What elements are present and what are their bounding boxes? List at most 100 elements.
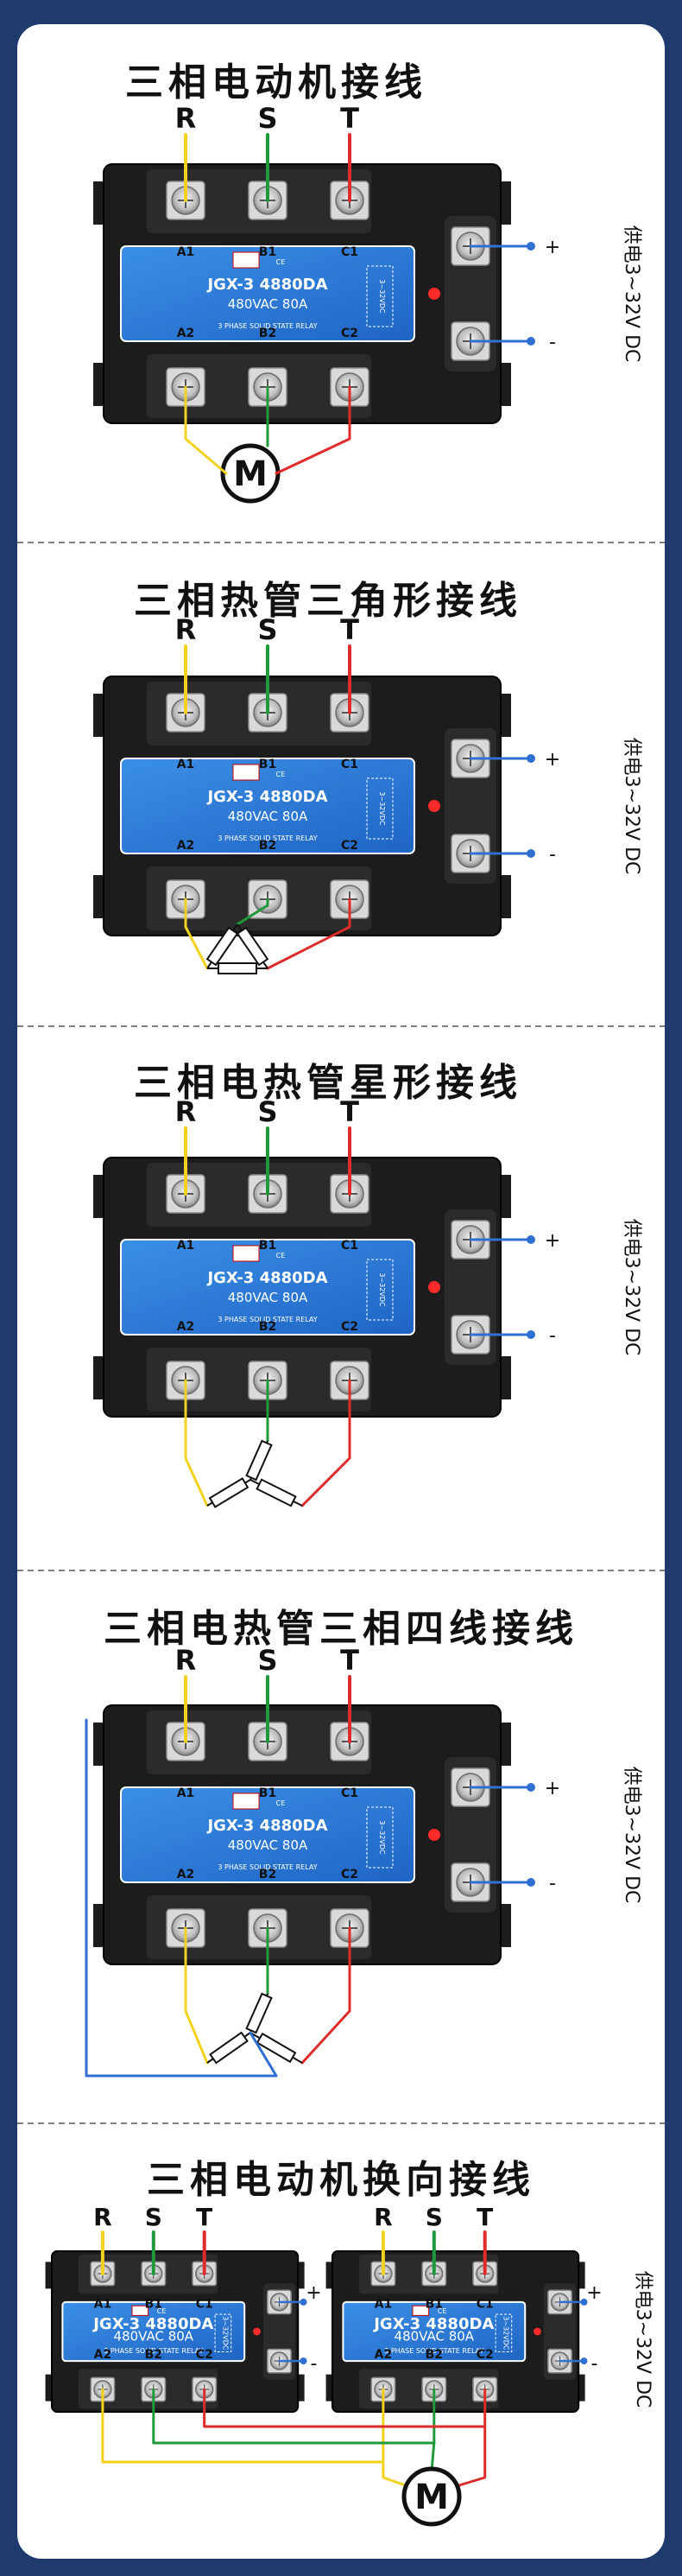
brand-logo bbox=[232, 764, 260, 781]
load-wire bbox=[449, 2425, 487, 2490]
heater-element bbox=[249, 1478, 303, 1507]
terminal-label-bottom: B2 bbox=[259, 1320, 276, 1334]
terminal-label-top: C1 bbox=[341, 1786, 358, 1800]
motor-label: M bbox=[233, 454, 268, 494]
load-wire bbox=[184, 1379, 209, 1507]
brand-logo bbox=[232, 251, 260, 269]
load-wire bbox=[300, 1926, 351, 2065]
cert-mark: CE bbox=[276, 771, 286, 778]
input-spec-text: 3~32VDC bbox=[378, 279, 386, 314]
section-title: 三相电动机换向接线 bbox=[147, 2158, 535, 2202]
relay-label bbox=[61, 2300, 246, 2363]
phase-label-r: R bbox=[175, 102, 197, 135]
input-spec-box bbox=[366, 1806, 394, 1869]
status-led bbox=[428, 288, 440, 300]
terminal-label-bottom: C2 bbox=[341, 839, 358, 853]
dc-wire-end bbox=[580, 2298, 588, 2306]
input-spec-text: 3~32VDC bbox=[378, 1272, 386, 1307]
dc-supply: +-供电3~32V DC bbox=[469, 225, 642, 362]
heater-element bbox=[245, 1439, 273, 1482]
status-led bbox=[428, 1829, 440, 1841]
relay-label bbox=[120, 1239, 415, 1336]
terminal-label-top: A1 bbox=[94, 2298, 112, 2312]
terminal-label-bottom: A2 bbox=[177, 1868, 195, 1881]
brand-logo bbox=[131, 2305, 149, 2316]
supply-plus: + bbox=[545, 1230, 560, 1252]
terminal-label-top: A1 bbox=[375, 2298, 393, 2312]
load-wire bbox=[275, 385, 351, 475]
relay-model: JGX-3 4880DA bbox=[205, 788, 327, 806]
input-spec-box bbox=[366, 265, 394, 327]
load-wire bbox=[184, 898, 209, 970]
terminal-label-bottom: C2 bbox=[341, 1320, 358, 1334]
brand-logo-text: MW bbox=[239, 1799, 254, 1807]
dc-wire-end bbox=[527, 337, 535, 346]
cert-mark: CE bbox=[276, 258, 286, 266]
phase-label-s: S bbox=[257, 102, 277, 135]
supply-label: 供电3~32V DC bbox=[621, 1219, 642, 1356]
terminal-label-bottom: A2 bbox=[177, 327, 195, 340]
phase-label-r: R bbox=[175, 613, 197, 646]
load-wire bbox=[184, 1926, 209, 2065]
terminal-label-bottom: B2 bbox=[259, 1868, 276, 1881]
terminal-label-top: A1 bbox=[177, 758, 195, 771]
terminal-label-top: C1 bbox=[341, 758, 358, 771]
supply-minus: - bbox=[549, 332, 556, 353]
terminal-label-top: A1 bbox=[177, 1239, 195, 1253]
cert-mark: CE bbox=[157, 2307, 167, 2315]
relay-description: 3 PHASE SOLID STATE RELAY bbox=[104, 2347, 203, 2355]
dc-wire-end bbox=[527, 754, 535, 763]
relay-spec: 480VAC 80A bbox=[228, 809, 308, 824]
terminal-label-top: C1 bbox=[341, 245, 358, 259]
heater-element bbox=[207, 962, 268, 974]
supply-plus: + bbox=[545, 1778, 560, 1799]
relay-label bbox=[342, 2300, 527, 2363]
heater-body bbox=[209, 2031, 249, 2065]
status-led bbox=[534, 2327, 541, 2336]
input-spec-box bbox=[214, 2313, 232, 2353]
load-wire bbox=[382, 2460, 414, 2490]
heater-element bbox=[206, 2031, 251, 2065]
terminal-label-bottom: B2 bbox=[259, 327, 276, 340]
supply-label: 供电3~32V DC bbox=[621, 1767, 642, 1904]
status-led bbox=[253, 2327, 261, 2336]
terminal-label-bottom: A2 bbox=[94, 2348, 112, 2362]
relay-spec: 480VAC 80A bbox=[228, 296, 308, 312]
relay-description: 3 PHASE SOLID STATE RELAY bbox=[218, 1316, 317, 1323]
brand-logo bbox=[412, 2305, 430, 2316]
neutral-wire bbox=[85, 1718, 278, 2078]
heater-element bbox=[236, 923, 269, 969]
dc-wire-end bbox=[580, 2357, 588, 2365]
terminal-label-top: B1 bbox=[259, 1786, 276, 1800]
section-title: 三相电动机接线 bbox=[125, 60, 427, 105]
brand-logo-text: MW bbox=[239, 771, 254, 778]
terminal-label-bottom: B2 bbox=[145, 2348, 162, 2362]
terminal-label-bottom: C2 bbox=[196, 2348, 213, 2362]
terminal-label-bottom: B2 bbox=[259, 839, 276, 853]
dc-wire-end bbox=[527, 849, 535, 858]
supply-minus: - bbox=[549, 1873, 556, 1894]
heater-body bbox=[218, 962, 257, 974]
status-led bbox=[428, 1281, 440, 1293]
supply-minus: - bbox=[549, 1325, 556, 1347]
relay-description: 3 PHASE SOLID STATE RELAY bbox=[218, 1863, 317, 1871]
brand-logo bbox=[232, 1792, 260, 1810]
terminal-label-bottom: B2 bbox=[426, 2348, 443, 2362]
heater-body bbox=[205, 926, 239, 967]
input-spec-box bbox=[366, 1259, 394, 1321]
phase-label-t: T bbox=[340, 1644, 359, 1677]
motor-label: M bbox=[414, 2478, 449, 2517]
relay-model: JGX-3 4880DA bbox=[205, 1817, 327, 1835]
terminal-label-bottom: A2 bbox=[177, 839, 195, 853]
relay-spec: 480VAC 80A bbox=[395, 2329, 475, 2344]
relay-label bbox=[120, 758, 415, 854]
heater-element bbox=[249, 2032, 303, 2064]
brand-logo-text: MW bbox=[414, 2307, 428, 2315]
phase-label-t: T bbox=[196, 2203, 212, 2231]
section-title: 三相热管三角形接线 bbox=[134, 579, 522, 623]
phase-label-s: S bbox=[257, 613, 277, 646]
